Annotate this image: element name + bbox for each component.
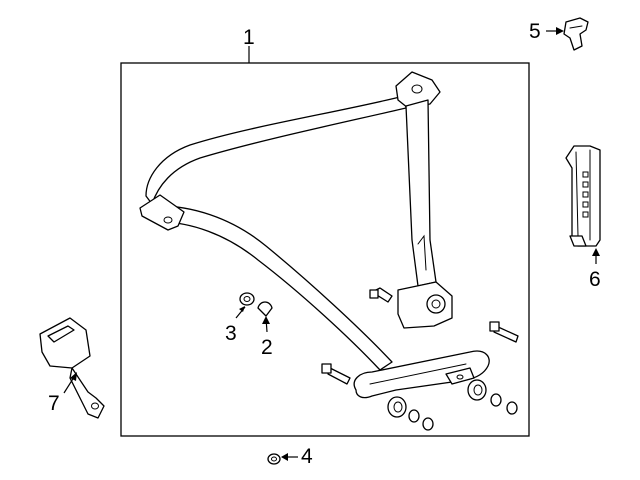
callout-1-label: 1: [243, 26, 255, 49]
callout-5-arrow: [556, 27, 564, 35]
shoulder-anchor-bolt: [411, 84, 423, 94]
callout-7-label: 7: [48, 392, 60, 415]
bolt-lower-left: [321, 363, 351, 385]
callout-5-label: 5: [529, 20, 541, 43]
anchor-bar-hole: [456, 374, 464, 380]
lap-guide-hole: [163, 216, 173, 224]
vertical-webbing: [405, 99, 437, 287]
retractor-hub: [431, 299, 441, 309]
retractor-strap-clip: [417, 234, 427, 271]
callout-3-arrow: [239, 306, 245, 312]
callout-7-arrow: [70, 372, 77, 381]
retractor-spool: [426, 294, 446, 314]
part-3-nut: [239, 292, 255, 306]
lap-guide-plate: [139, 194, 185, 231]
shoulder-anchor: [395, 71, 441, 109]
callout-2-arrow: [262, 316, 270, 324]
spacer-set-right: [467, 379, 518, 415]
bolt-upper-retractor: [369, 287, 393, 303]
part-6-height-adjuster: [565, 145, 601, 247]
callout-6-label: 6: [589, 268, 601, 291]
anchor-bar: [353, 350, 490, 399]
seat-belt-assembly: [139, 71, 490, 399]
callout-4-arrow: [281, 453, 288, 461]
retractor-body: [397, 281, 453, 329]
callout-2-label: 2: [261, 336, 273, 359]
anchor-bar-slot: [369, 363, 467, 385]
part-7-buckle: [39, 317, 105, 419]
callout-4-label: 4: [301, 445, 313, 468]
part-2-cap: [257, 301, 273, 317]
callout-3-label: 3: [225, 322, 237, 345]
part-4-plug: [267, 453, 281, 465]
assembly-frame: [120, 62, 530, 437]
part-5-clip: [563, 17, 589, 51]
anchor-bar-tab: [445, 367, 475, 385]
callout-6-arrow: [592, 248, 600, 256]
upper-webbing: [145, 95, 407, 205]
bolt-right: [489, 321, 519, 343]
spacer-set-left: [387, 396, 434, 431]
